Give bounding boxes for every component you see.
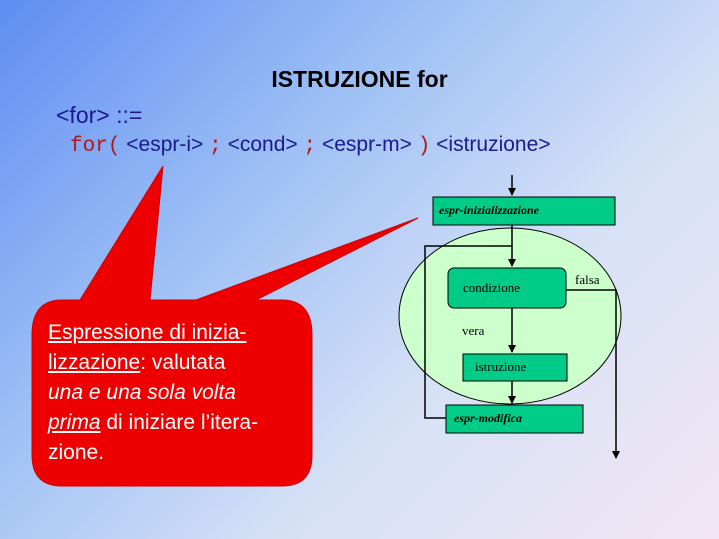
keyword-for: for bbox=[70, 135, 108, 158]
callout-line2-term: lizzazione bbox=[48, 351, 141, 374]
false-label: falsa bbox=[575, 272, 600, 287]
mod-box-label: espr-modifica bbox=[454, 411, 522, 425]
grammar-head: <for> ::= bbox=[56, 102, 143, 128]
init-box bbox=[432, 196, 616, 226]
callout-line2-rest: : valutata bbox=[140, 351, 226, 374]
grammar-rule: for( <espr-i> ; <cond> ; <espr-m> ) <ist… bbox=[70, 133, 551, 158]
mod-box bbox=[445, 404, 584, 434]
separator-2: ; bbox=[303, 135, 317, 158]
callout-shape bbox=[31, 165, 419, 487]
callout-line5-rest: . bbox=[98, 441, 105, 464]
callout-text: Espressione di inizia- lizzazione: valut… bbox=[48, 318, 310, 468]
nonterminal-istruzione: <istruzione> bbox=[436, 133, 551, 156]
separator-1: ; bbox=[209, 135, 222, 158]
false-branch-line bbox=[566, 289, 620, 459]
callout-line5-term: zione bbox=[48, 441, 99, 464]
nonterminal-espr-m: <espr-m> bbox=[321, 133, 412, 156]
callout-line3: una e una sola volta bbox=[48, 381, 236, 404]
nonterminal-cond: <cond> bbox=[227, 133, 298, 156]
init-box-label: espr-inizializzazione bbox=[439, 203, 540, 217]
loop-back-line bbox=[424, 245, 512, 419]
open-paren: ( bbox=[107, 135, 121, 158]
callout-line1: Espressione di inizia- bbox=[48, 321, 247, 344]
body-box-label: istruzione bbox=[475, 359, 527, 374]
true-label: vera bbox=[462, 323, 485, 338]
cond-box bbox=[447, 267, 567, 309]
nonterminal-espr-i: <espr-i> bbox=[126, 133, 204, 156]
callout-line4-rest: di iniziare l’itera- bbox=[100, 411, 259, 434]
body-box bbox=[462, 353, 568, 382]
close-paren: ) bbox=[417, 135, 431, 158]
callout-line4-term: prima bbox=[48, 411, 101, 434]
slide-title: ISTRUZIONE for bbox=[271, 66, 448, 92]
cond-box-label: condizione bbox=[463, 280, 521, 295]
